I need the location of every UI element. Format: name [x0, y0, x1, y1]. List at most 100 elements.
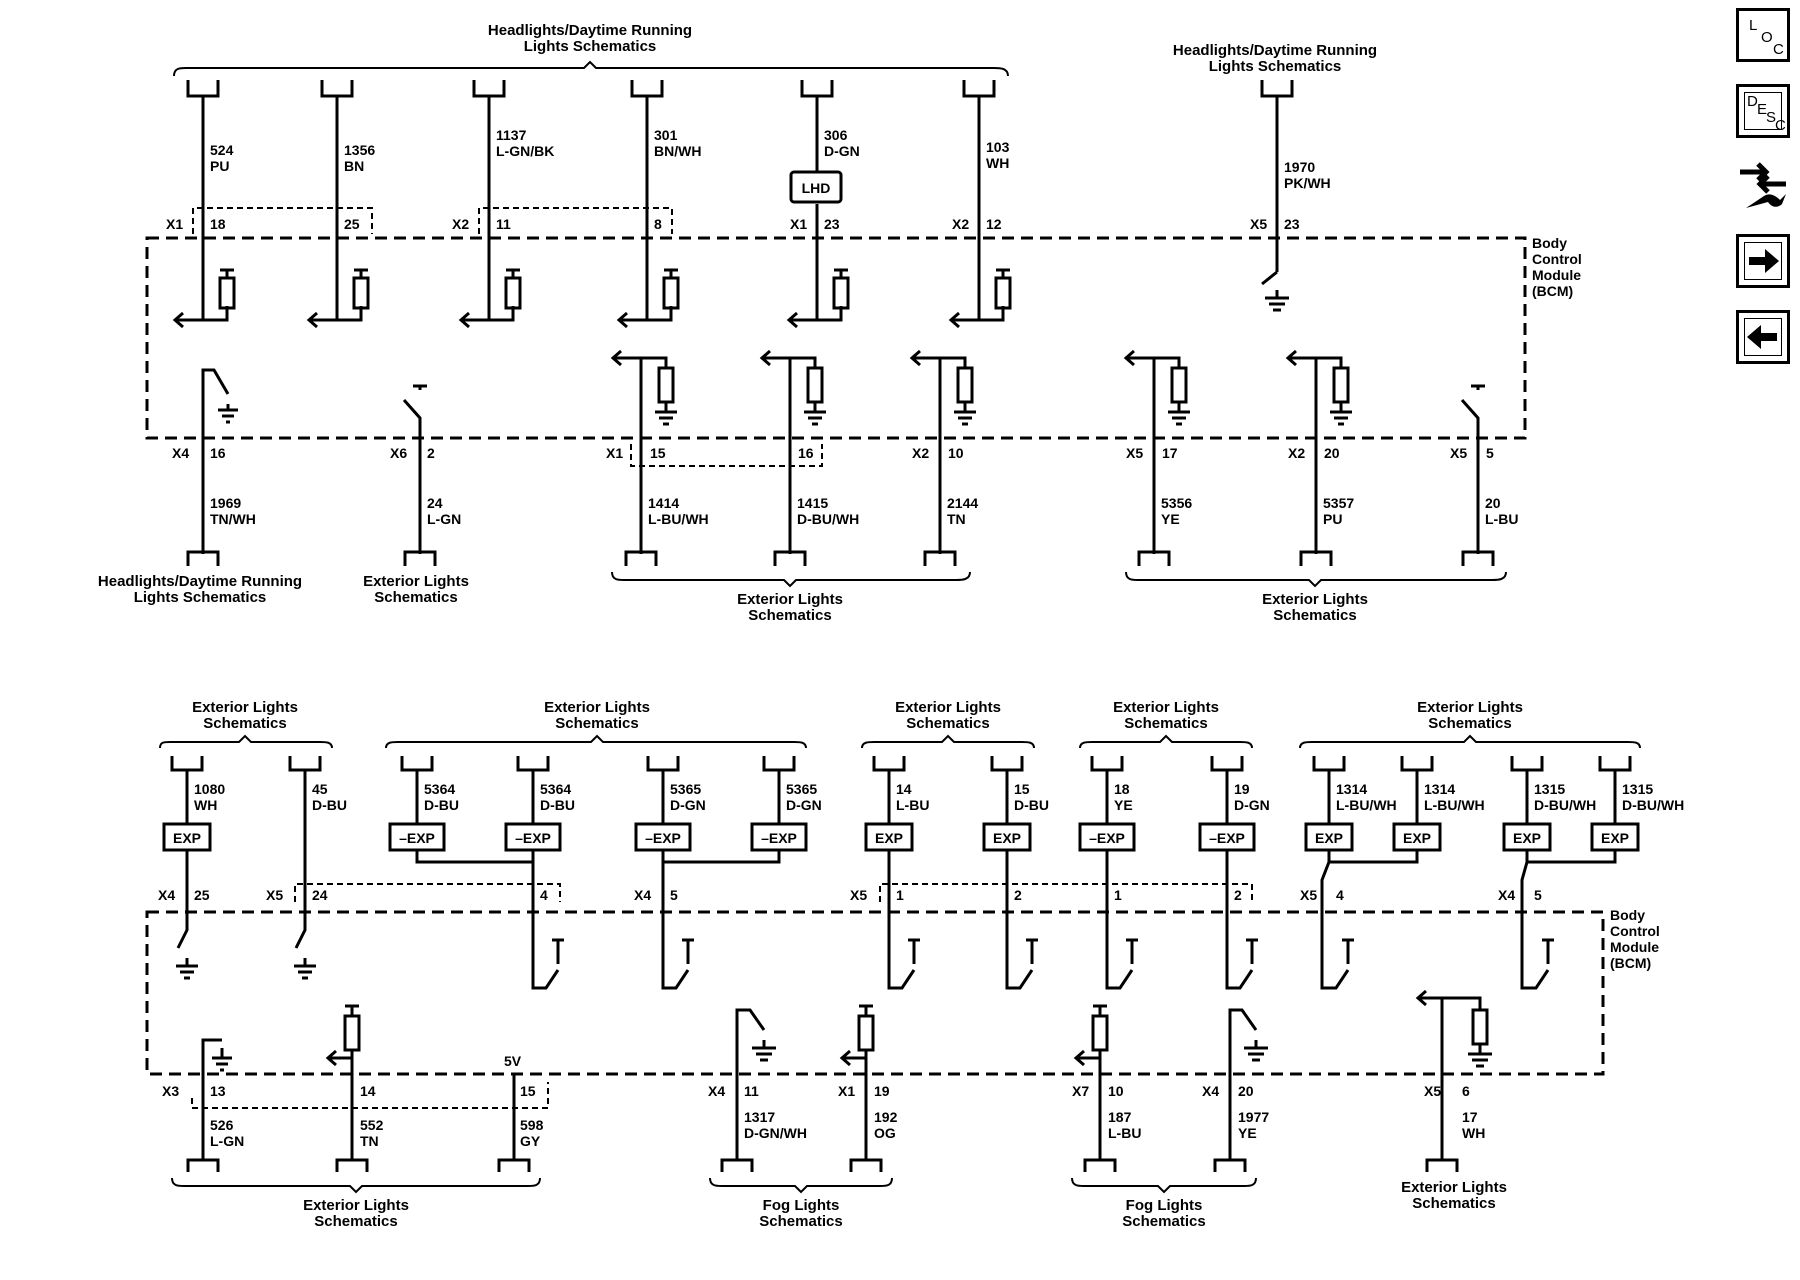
- connector-id: X5: [1450, 445, 1467, 461]
- wire-color: TN/WH: [210, 511, 256, 527]
- connector-group: [478, 207, 673, 234]
- exp-badge: –EXP: [761, 830, 797, 846]
- exp-badge: EXP: [1315, 830, 1343, 846]
- wire-color: L-GN: [210, 1133, 244, 1149]
- wire-color: GY: [520, 1133, 541, 1149]
- circuit-number: 5364: [540, 781, 571, 797]
- pin-number: 2: [427, 445, 435, 461]
- schematic-reference-title: Schematics: [555, 715, 638, 732]
- schematic-reference-title: Exterior Lights: [192, 699, 298, 716]
- connector-id: X5: [850, 887, 867, 903]
- circuit-number: 1315: [1534, 781, 1565, 797]
- prev-inner-frame: [1744, 318, 1782, 356]
- arrow-left-icon: [1747, 325, 1777, 349]
- connector-id: X5: [1126, 445, 1143, 461]
- circuit-number: 1970: [1284, 159, 1315, 175]
- wrench-arrows-icon: [1740, 162, 1786, 208]
- top-input-pins: X1 18 25 X2 11 8 X1 23 X2 12 X5 23: [166, 216, 1300, 232]
- connector-id: X4: [1202, 1083, 1219, 1099]
- pin-number: 1: [1114, 887, 1122, 903]
- schematic-reference-title: Schematics: [314, 1213, 397, 1230]
- wire-color: D-BU/WH: [1622, 797, 1684, 813]
- wire-color: D-BU: [424, 797, 459, 813]
- prev-page-button[interactable]: [1736, 310, 1790, 364]
- pin-number: 19: [874, 1083, 890, 1099]
- top-output-connectors: [186, 550, 1495, 566]
- schematic-reference-title: Exterior Lights: [737, 591, 843, 608]
- schematic-reference-title: Schematics: [1412, 1195, 1495, 1212]
- wire-color: L-GN: [427, 511, 461, 527]
- wire-color: YE: [1161, 511, 1180, 527]
- pin-number: 5: [670, 887, 678, 903]
- pin-number: 17: [1162, 445, 1178, 461]
- next-page-button[interactable]: [1736, 234, 1790, 288]
- pin-number: 18: [210, 216, 226, 232]
- schematic-reference-title: Schematics: [748, 607, 831, 624]
- schematic-reference-title: Schematics: [759, 1213, 842, 1230]
- wire-color: D-BU: [1014, 797, 1049, 813]
- schematic-reference-title: Lights Schematics: [524, 38, 657, 55]
- bottom-exp-badges: EXP –EXP –EXP –EXP –EXP EXP EXP –EXP –EX…: [162, 822, 1640, 852]
- title-bracket: [1125, 571, 1507, 588]
- desc-button[interactable]: D E S C: [1736, 84, 1790, 138]
- pin-number: 25: [344, 216, 360, 232]
- desc-letter-c: C: [1775, 117, 1786, 134]
- circuit-number: 301: [654, 127, 678, 143]
- bottom-input-wires: [176, 770, 1617, 990]
- pin-number: 6: [1462, 1083, 1470, 1099]
- bottom-output-connectors: [186, 1158, 1459, 1172]
- exp-badge: –EXP: [1209, 830, 1245, 846]
- bcm-label-line: Module: [1532, 267, 1581, 283]
- exp-badge: EXP: [1601, 830, 1629, 846]
- loc-button[interactable]: L O C: [1736, 8, 1790, 62]
- schematic-reference-title: Exterior Lights: [1113, 699, 1219, 716]
- circuit-number: 598: [520, 1117, 544, 1133]
- bcm-label-line: (BCM): [1610, 955, 1651, 971]
- pin-number: 4: [540, 887, 548, 903]
- schematic-reference-title: Exterior Lights: [1401, 1179, 1507, 1196]
- pin-number: 8: [654, 216, 662, 232]
- connector-id: X5: [1250, 216, 1267, 232]
- circuit-number: 552: [360, 1117, 384, 1133]
- schematic-reference-title: Lights Schematics: [1209, 58, 1342, 75]
- pin-number: 15: [650, 445, 666, 461]
- schematic-reference-title: Schematics: [906, 715, 989, 732]
- wire-color: OG: [874, 1125, 896, 1141]
- circuit-number: 187: [1108, 1109, 1132, 1125]
- schematic-reference-title: Schematics: [1122, 1213, 1205, 1230]
- wire-color: L-GN/BK: [496, 143, 554, 159]
- wire-color: D-GN: [824, 143, 860, 159]
- connector-group: [879, 883, 1253, 902]
- pin-number: 20: [1238, 1083, 1254, 1099]
- circuit-number: 192: [874, 1109, 898, 1125]
- wire-color: WH: [986, 155, 1009, 171]
- title-bracket: [611, 571, 971, 588]
- schematic-reference-title: Schematics: [203, 715, 286, 732]
- wire-color: D-BU/WH: [797, 511, 859, 527]
- wire-color: PU: [210, 158, 229, 174]
- circuit-number: 1969: [210, 495, 241, 511]
- exp-badge: EXP: [875, 830, 903, 846]
- wire-color: D-BU: [540, 797, 575, 813]
- connector-symbol: [472, 80, 506, 98]
- wire-color: D-GN: [1234, 797, 1270, 813]
- exp-badge: –EXP: [399, 830, 435, 846]
- bottom-input-connectors: [170, 756, 1632, 772]
- circuit-number: 19: [1234, 781, 1250, 797]
- bcm-label-bottom: Body Control Module (BCM): [1610, 907, 1660, 971]
- circuit-number: 14: [896, 781, 912, 797]
- circuit-number: 1137: [496, 127, 527, 143]
- circuit-number: 2144: [947, 495, 978, 511]
- connector-id: X4: [634, 887, 651, 903]
- bcm-label-line: Control: [1610, 923, 1660, 939]
- exp-badge: EXP: [1513, 830, 1541, 846]
- pin-number: 5: [1534, 887, 1542, 903]
- schematic-reference-title: Exterior Lights: [1417, 699, 1523, 716]
- exp-badge: –EXP: [645, 830, 681, 846]
- connector-id: X1: [790, 216, 807, 232]
- circuit-number: 1314: [1424, 781, 1455, 797]
- wire-color: L-BU: [896, 797, 929, 813]
- desc-letter-s: S: [1766, 109, 1777, 126]
- wiring-tools-button[interactable]: [1736, 158, 1790, 212]
- connector-id: X1: [838, 1083, 855, 1099]
